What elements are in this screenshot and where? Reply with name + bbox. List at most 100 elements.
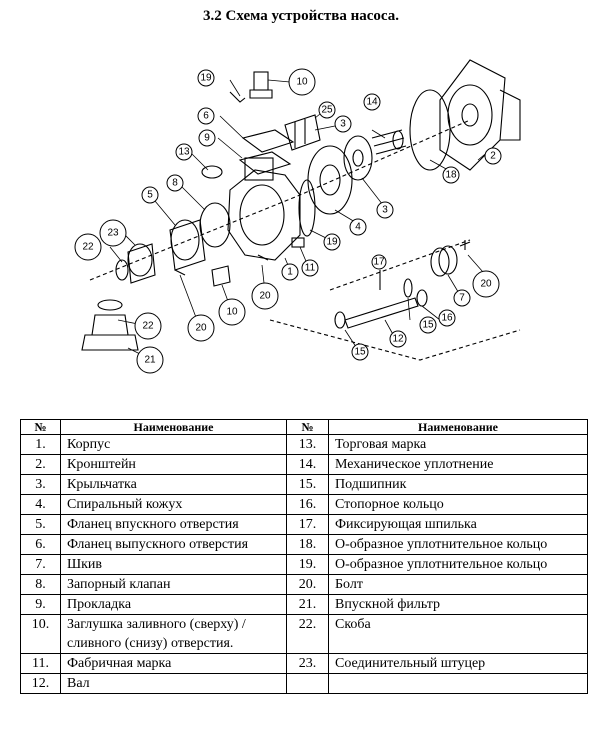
part-number-left: 11. [20,653,61,674]
callout-18: 18 [445,170,457,181]
table-row: 10.Заглушка заливного (сверху) /сливного… [20,614,588,654]
callout-5: 5 [147,190,153,201]
callout-7: 7 [459,293,465,304]
callout-9: 9 [204,133,210,144]
part-name-right: Болт [328,574,588,595]
callout-3-small: 3 [340,119,346,130]
part-number-right: 22. [286,614,329,654]
part-name-right [328,673,588,694]
callout-10: 10 [296,77,308,88]
callout-20-bottom: 20 [195,323,207,334]
part-number-left: 9. [20,594,61,615]
part-number-left: 3. [20,474,61,495]
callout-17: 17 [373,257,385,268]
part-name-left: Фабричная марка [60,653,287,674]
part-number-left: 8. [20,574,61,595]
part-number-right: 19. [286,554,329,575]
callout-1: 1 [287,267,293,278]
part-name-right: Стопорное кольцо [328,494,588,515]
header-num-right: № [286,419,329,435]
part-number-left: 5. [20,514,61,535]
header-name-right: Наименование [328,419,588,435]
callout-13: 13 [178,147,190,158]
part-name-right: Механическое уплотнение [328,454,588,475]
part-number-left: 2. [20,454,61,475]
part-name-left: Шкив [60,554,287,575]
part-number-left: 1. [20,434,61,455]
part-name-left: Кронштейн [60,454,287,475]
part-number-right: 21. [286,594,329,615]
part-number-right: 17. [286,514,329,535]
part-number-right: 18. [286,534,329,555]
callout-15: 15 [422,320,434,331]
part-name-left: Прокладка [60,594,287,615]
part-number-right: 23. [286,653,329,674]
callout-2: 2 [490,151,496,162]
part-number-left: 6. [20,534,61,555]
part-name-right: Скоба [328,614,588,654]
part-number-right: 15. [286,474,329,495]
callout-20-body: 20 [259,291,271,302]
callout-19: 19 [326,237,338,248]
part-name-right: Впускной фильтр [328,594,588,615]
part-name-right: Торговая марка [328,434,588,455]
part-name-left: Корпус [60,434,287,455]
header-num-left: № [20,419,61,435]
part-number-left: 4. [20,494,61,515]
part-number-left: 7. [20,554,61,575]
part-number-right [286,673,329,694]
part-name-left: Запорный клапан [60,574,287,595]
part-number-right: 16. [286,494,329,515]
diagram-drawing: 19 10 6 25 3 14 9 2 13 18 8 3 5 4 19 23 … [74,59,521,374]
callout-15-bottom: 15 [354,347,366,358]
part-number-left: 10. [20,614,61,654]
callout-3: 3 [382,205,388,216]
part-name-left: Фланец впускного отверстия [60,514,287,535]
callout-25: 25 [321,105,333,116]
callout-16: 16 [441,313,453,324]
callout-4: 4 [355,222,361,233]
callout-8: 8 [172,178,178,189]
callout-20: 19 [200,73,212,84]
part-name-right: О-образное уплотнительное кольцо [328,534,588,555]
callout-21: 21 [144,355,156,366]
callout-6: 6 [203,111,209,122]
pump-exploded-diagram: 19 10 6 25 3 14 9 2 13 18 8 3 5 4 19 23 … [0,30,602,410]
callout-12: 12 [392,334,404,345]
callout-14: 14 [366,97,378,108]
part-number-left: 12. [20,673,61,694]
part-name-left: Спиральный кожух [60,494,287,515]
callout-11: 11 [305,263,316,274]
part-name-left: Вал [60,673,287,694]
part-number-right: 14. [286,454,329,475]
header-name-left: Наименование [60,419,287,435]
callout-10-bottom: 10 [226,307,238,318]
part-name-left: Крыльчатка [60,474,287,495]
part-number-right: 20. [286,574,329,595]
part-name-right: Фиксирующая шпилька [328,514,588,535]
table-header-row: № Наименование № Наименование [20,419,588,435]
page-title: 3.2 Схема устройства насоса. [203,8,399,24]
callout-22-bottom: 22 [142,321,154,332]
part-number-right: 13. [286,434,329,455]
table-row: 12.Вал [20,673,588,694]
callout-22: 22 [82,242,94,253]
part-name-right: Соединительный штуцер [328,653,588,674]
part-name-right: О-образное уплотнительное кольцо [328,554,588,575]
callout-23: 23 [107,228,119,239]
callout-20-right: 20 [480,279,492,290]
part-name-right: Подшипник [328,474,588,495]
part-name-left: Фланец выпускного отверстия [60,534,287,555]
